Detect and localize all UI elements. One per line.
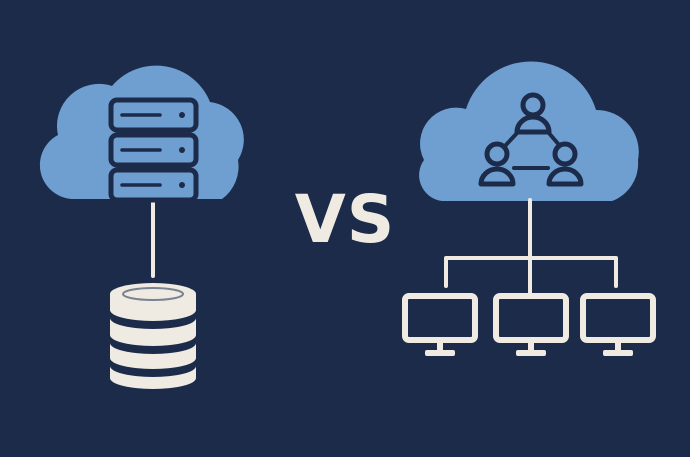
server-rack-icon	[108, 97, 199, 203]
network-tree-connectors	[444, 198, 618, 295]
user-icon	[514, 92, 552, 135]
server-unit	[108, 132, 199, 168]
versus-label: VS	[294, 181, 396, 258]
database-icon	[110, 283, 196, 389]
user-icon	[546, 141, 584, 187]
server-unit	[108, 97, 199, 133]
monitor-icon	[493, 293, 569, 356]
user-icon	[478, 141, 516, 187]
monitor-icon	[402, 293, 478, 356]
client-monitors	[402, 293, 656, 356]
server-unit	[108, 167, 199, 203]
user-network-icon	[478, 92, 584, 187]
monitor-icon	[580, 293, 656, 356]
